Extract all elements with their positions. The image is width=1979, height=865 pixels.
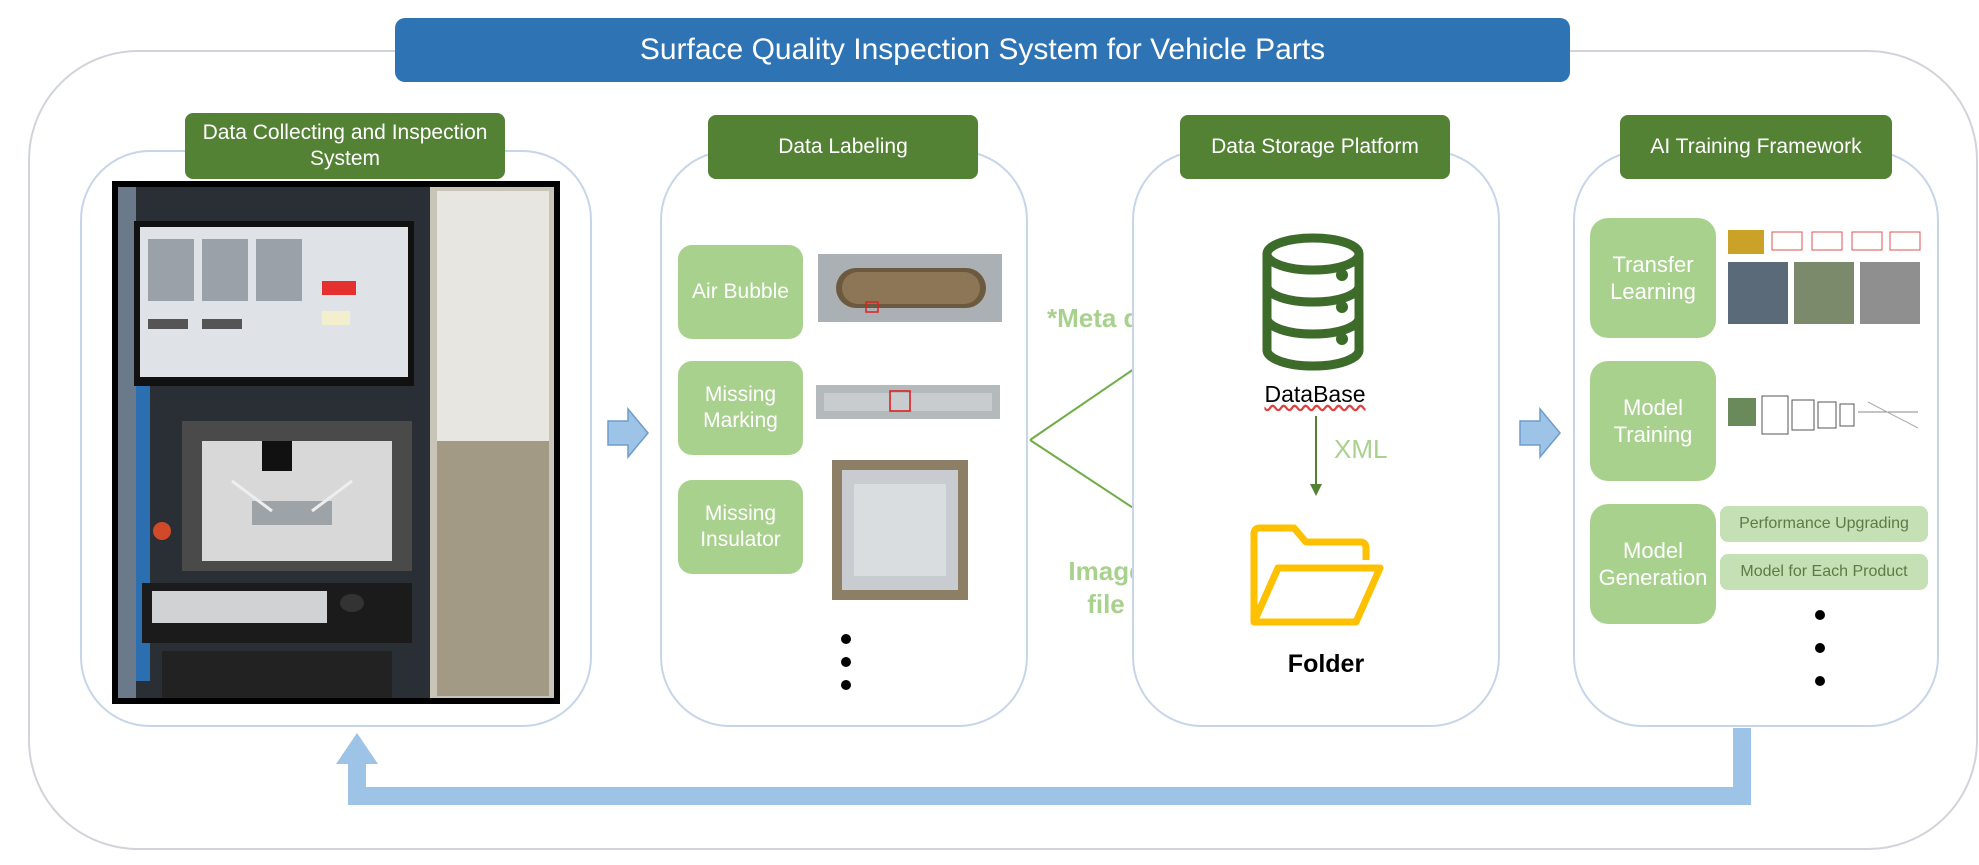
missing-insulator-sample-image xyxy=(832,460,968,600)
model-for-each-product-pill: Model for Each Product xyxy=(1720,554,1928,590)
ai-model-training: Model Training xyxy=(1590,361,1716,481)
ai-transfer-learning: Transfer Learning xyxy=(1590,218,1716,338)
label-air-bubble: Air Bubble xyxy=(678,245,803,339)
transfer-learning-diagram xyxy=(1728,230,1921,324)
performance-upgrading-pill: Performance Upgrading xyxy=(1720,506,1928,542)
database-label: DataBase xyxy=(1264,381,1366,407)
folder-label: Folder xyxy=(1287,650,1365,678)
database-icon xyxy=(1262,233,1364,371)
more-dot xyxy=(1815,610,1825,620)
inspection-station-illustration xyxy=(118,187,554,698)
label-missing-insulator: Missing Insulator xyxy=(678,480,803,574)
more-dot xyxy=(1815,643,1825,653)
more-dot xyxy=(841,657,851,667)
page-title: Surface Quality Inspection System for Ve… xyxy=(395,18,1570,82)
more-dot xyxy=(1815,676,1825,686)
more-dot xyxy=(841,634,851,644)
storage-header: Data Storage Platform xyxy=(1180,115,1450,179)
collect-header: Data Collecting and Inspection System xyxy=(185,113,505,179)
ai-header: AI Training Framework xyxy=(1620,115,1892,179)
ai-model-generation: Model Generation xyxy=(1590,504,1716,624)
more-dot xyxy=(841,680,851,690)
folder-icon xyxy=(1250,524,1384,626)
labeling-header: Data Labeling xyxy=(708,115,978,179)
inspection-station-photo xyxy=(112,181,560,704)
image-file-label: Image file xyxy=(1068,556,1144,619)
flow-arrow-right-2 xyxy=(1519,406,1561,460)
xml-label: XML xyxy=(1334,434,1388,464)
air-bubble-sample-image xyxy=(818,254,1002,322)
flow-arrow-right-1 xyxy=(607,406,649,460)
xml-arrow xyxy=(1310,416,1322,496)
model-training-diagram xyxy=(1728,395,1919,435)
label-missing-marking: Missing Marking xyxy=(678,361,803,455)
missing-marking-sample-image xyxy=(816,385,1000,419)
